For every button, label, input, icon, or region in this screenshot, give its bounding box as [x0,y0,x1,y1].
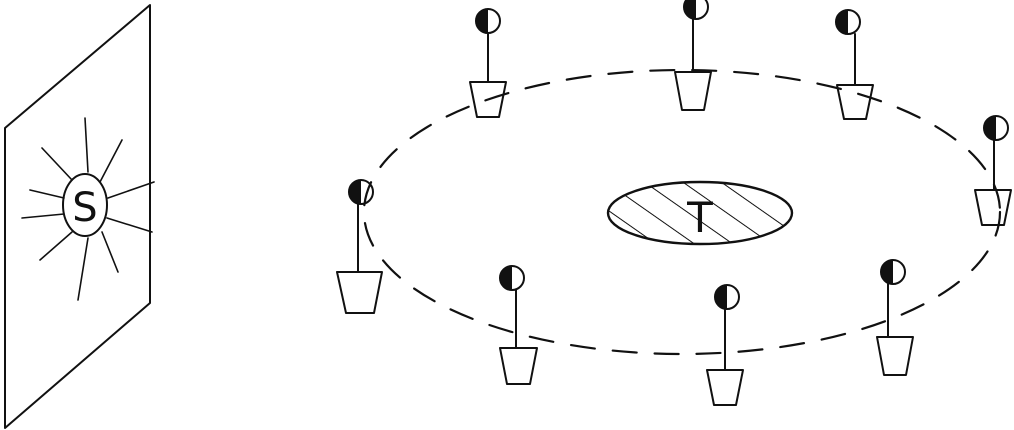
potted-plant-icon [675,18,711,110]
plant-top-center [675,0,711,110]
plant-head-dark [476,9,488,33]
potted-plant-icon [707,310,743,405]
plant-head-dark [836,10,848,34]
potted-plant-icon [837,34,873,119]
table: T [608,182,792,244]
potted-plant-icon [975,140,1011,225]
potted-plant-icon [877,284,913,375]
potted-plant-icon [337,204,382,313]
plant-top-left [470,9,506,117]
plant-head-dark [715,285,727,309]
plant-top-right [836,10,873,119]
plant-right [975,116,1011,225]
plant-head-dark [684,0,696,19]
plant-bottom-right [877,260,913,375]
plant-head-dark [984,116,996,140]
plant-head-dark [349,180,361,204]
sun-panel: S [5,5,154,428]
plant-head-dark [881,260,893,284]
plant-bottom-left [500,266,537,384]
plant-head-dark [500,266,512,290]
plant-left [337,180,382,313]
plant-bottom-center [707,285,743,405]
table-label: T [686,193,713,242]
sun-label: S [72,185,97,231]
potted-plant-icon [470,34,506,117]
